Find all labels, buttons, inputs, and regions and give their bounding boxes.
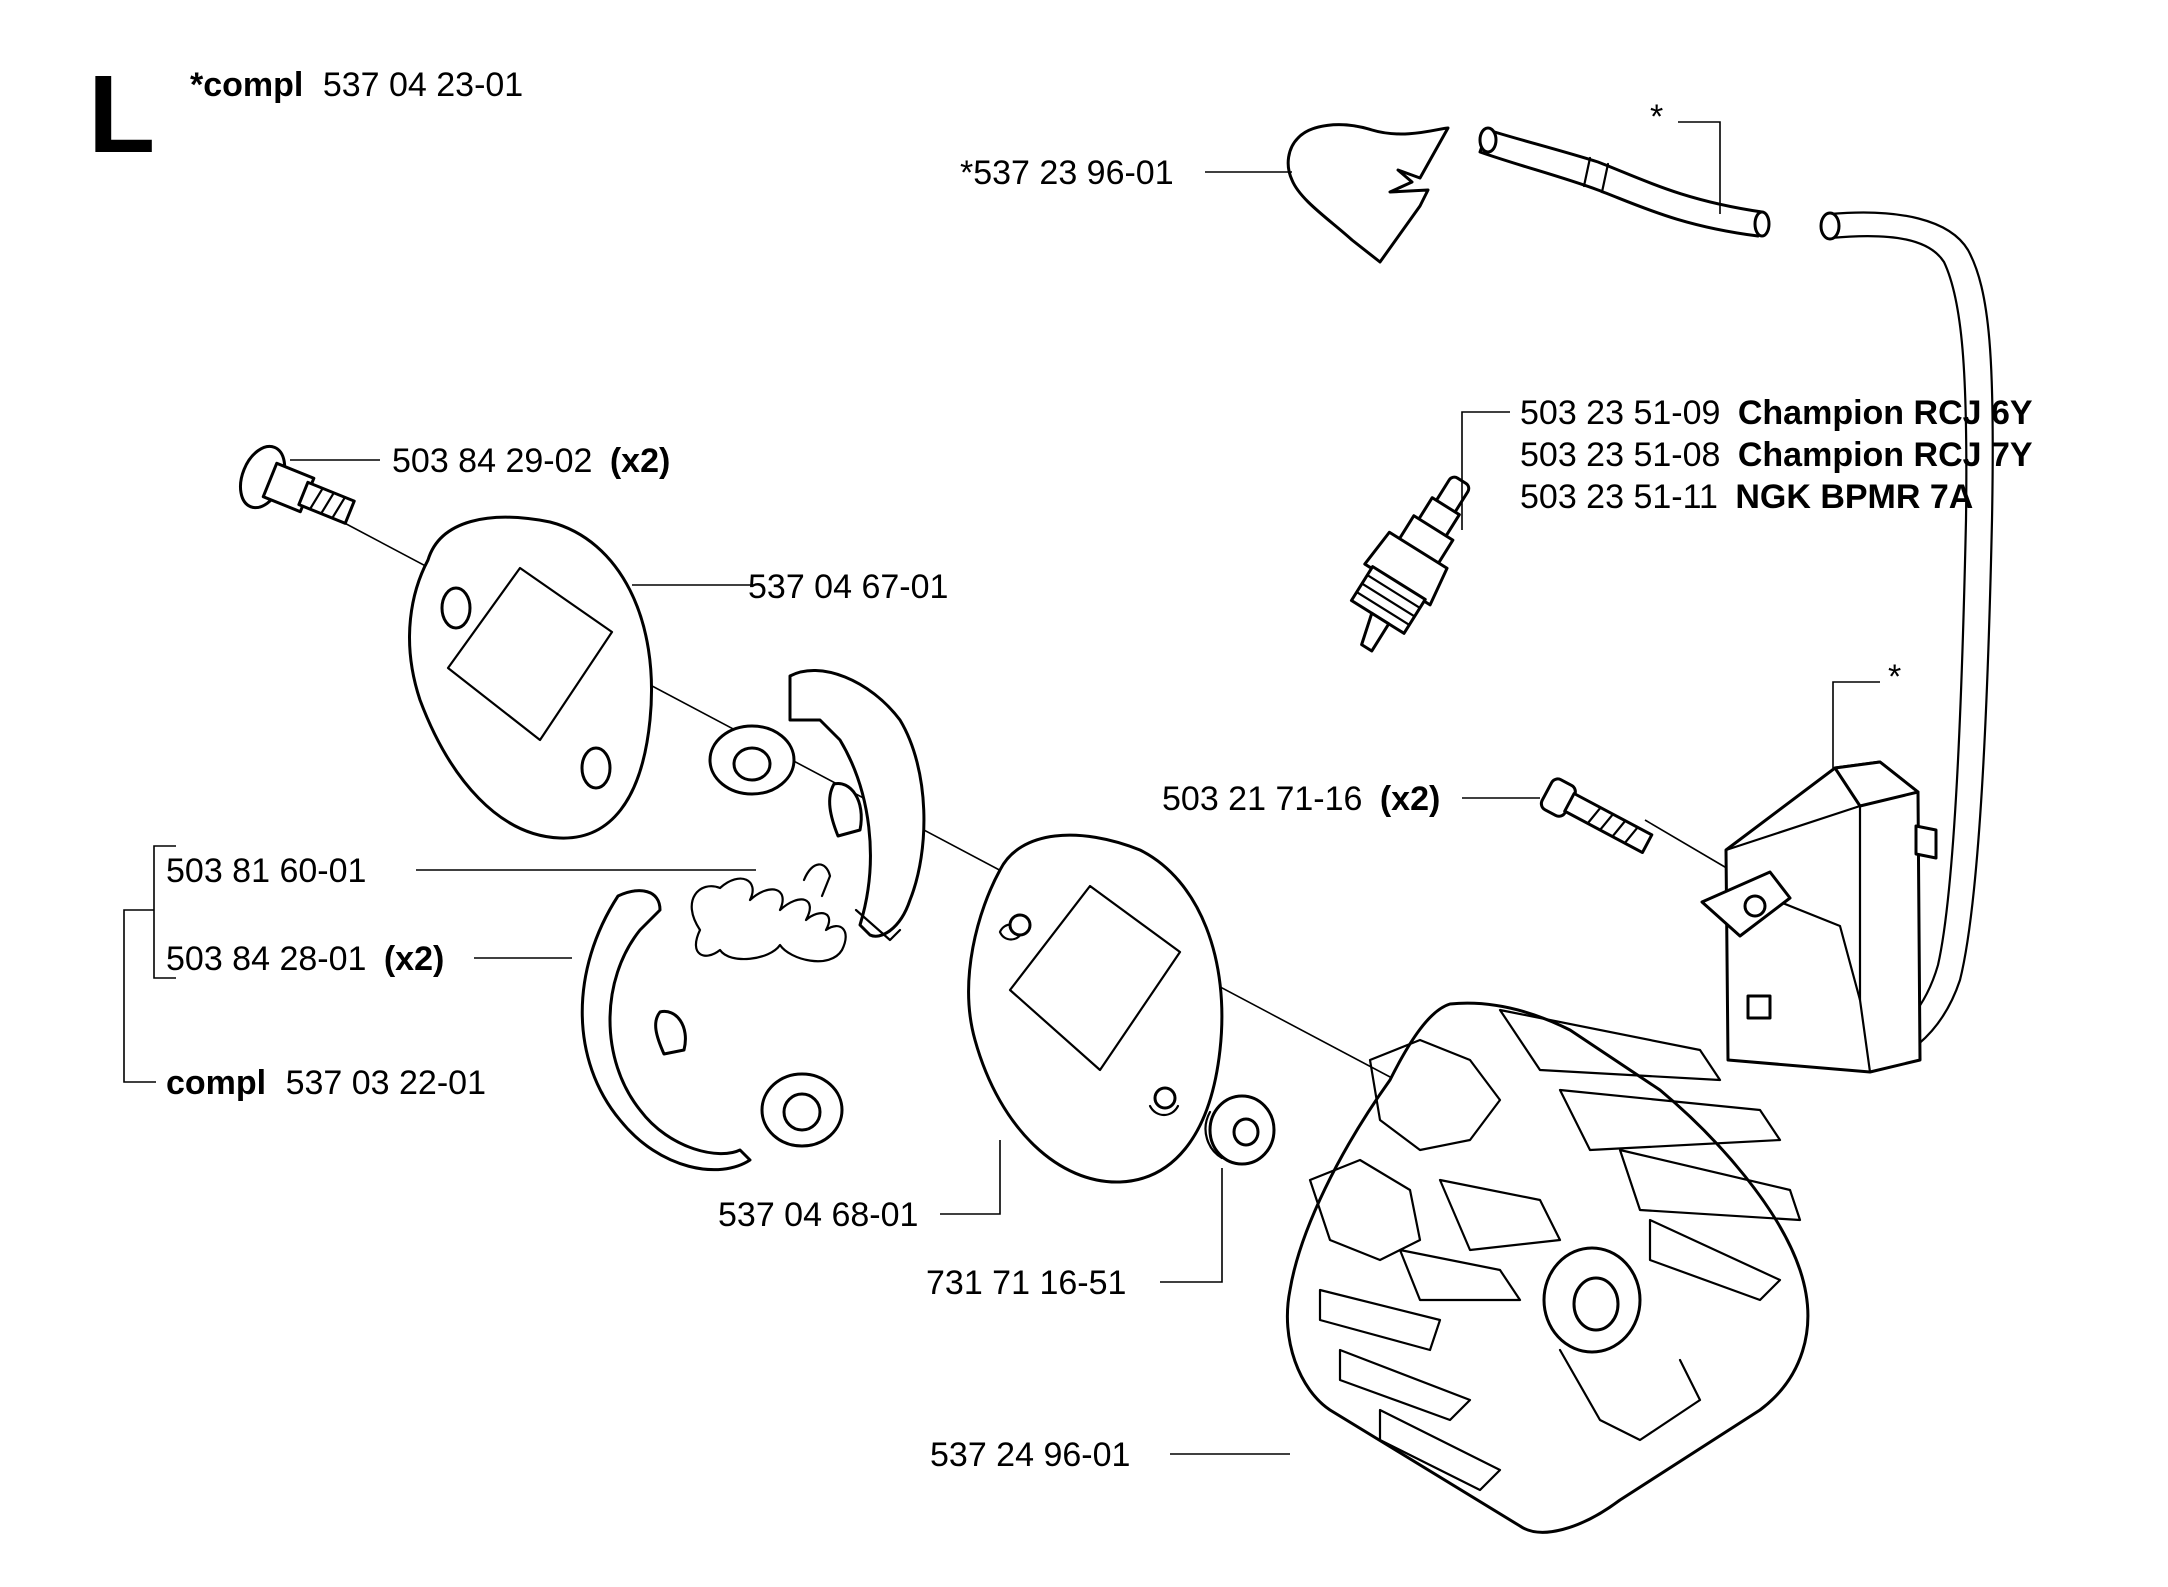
- spark-plug-line-3: 503 23 51-11 NGK BPMR 7A: [1520, 478, 1973, 516]
- section-letter: L: [88, 53, 155, 176]
- flywheel-label: 537 24 96-01: [930, 1436, 1130, 1474]
- ignition-lead-part: [1819, 211, 1994, 1072]
- upper-plate-part: [408, 515, 653, 840]
- ignition-screw-number: 503 21 71-16: [1162, 780, 1362, 818]
- leader-ignition-module: [1832, 681, 1880, 768]
- clutch-shoe-upper-part: [708, 669, 926, 942]
- spring-part: [690, 863, 847, 963]
- leader-spark-plug: [1461, 411, 1510, 530]
- header-number: 537 04 23-01: [323, 66, 523, 104]
- spark-plug-2-number: 503 23 51-08: [1520, 436, 1720, 474]
- lower-plate-label: 537 04 68-01: [718, 1196, 918, 1234]
- clutch-compl-label: compl 537 03 22-01: [166, 1064, 486, 1102]
- shoe-label: 503 84 28-01 (x2): [166, 940, 444, 978]
- lower-plate-part: [967, 833, 1224, 1184]
- fuel-hose-part: [1478, 126, 1771, 238]
- washer-part: [1204, 1094, 1276, 1166]
- shoulder-screw-label: 503 84 29-02 (x2): [392, 442, 670, 480]
- leader-fuel-hose: [1678, 121, 1721, 214]
- flywheel-part: [1285, 1001, 1810, 1534]
- header-prefix: *compl: [190, 66, 303, 104]
- shoulder-screw-part: [239, 444, 356, 525]
- leader-lower-plate: [940, 1140, 1001, 1215]
- spark-plug-1-number: 503 23 51-09: [1520, 394, 1720, 432]
- spark-plug-part: [1349, 475, 1471, 653]
- clutch-compl-prefix: compl: [166, 1064, 266, 1102]
- spark-plug-2-name: Champion RCJ 7Y: [1738, 436, 2033, 474]
- shoulder-screw-number: 503 84 29-02: [392, 442, 592, 480]
- shoulder-screw-qty: (x2): [610, 442, 670, 480]
- bracket-clutch-inner: [153, 845, 176, 979]
- hose-cover-part: [1286, 123, 1450, 264]
- label-hose-cover: *537 23 96-01: [960, 154, 1174, 192]
- washer-label: 731 71 16-51: [926, 1264, 1126, 1302]
- shoe-qty: (x2): [384, 940, 444, 978]
- shoe-number: 503 84 28-01: [166, 940, 366, 978]
- spark-plug-3-number: 503 23 51-11: [1520, 478, 1718, 516]
- ignition-screw-qty: (x2): [1380, 780, 1440, 818]
- spark-plug-line-1: 503 23 51-09 Champion RCJ 6Y: [1520, 394, 2033, 432]
- ignition-screw-part: [1539, 777, 1654, 854]
- spring-label: 503 81 60-01: [166, 852, 366, 890]
- clutch-compl-number: 537 03 22-01: [286, 1064, 486, 1102]
- clutch-shoe-lower-part: [580, 889, 844, 1172]
- spark-plug-line-2: 503 23 51-08 Champion RCJ 7Y: [1520, 436, 2033, 474]
- bracket-clutch-outer: [123, 909, 156, 1083]
- ignition-screw-axis: [1644, 819, 1731, 871]
- header-label: *compl 537 04 23-01: [190, 66, 523, 104]
- leader-washer: [1160, 1168, 1223, 1283]
- spark-plug-3-name: NGK BPMR 7A: [1735, 478, 1973, 516]
- fuel-hose-star: *: [1650, 98, 1663, 136]
- ignition-module-part: [1700, 760, 1938, 1074]
- spark-plug-1-name: Champion RCJ 6Y: [1738, 394, 2033, 432]
- upper-plate-label: 537 04 67-01: [748, 568, 948, 606]
- ignition-star: *: [1888, 658, 1901, 696]
- ignition-screw-label: 503 21 71-16 (x2): [1162, 780, 1440, 818]
